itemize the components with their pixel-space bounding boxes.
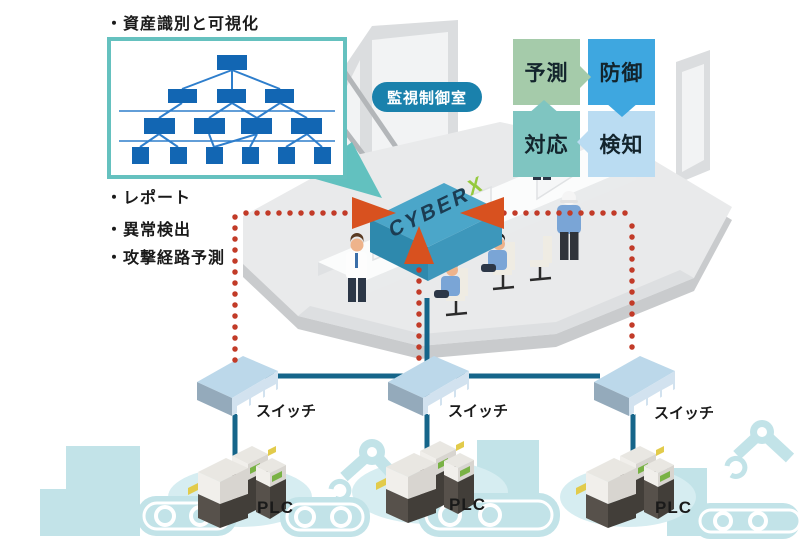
conveyor-belt-icon xyxy=(280,497,370,537)
robot-arm-icon xyxy=(724,420,795,479)
switch-label-1: スイッチ xyxy=(256,403,317,420)
plc-label-1: PLC xyxy=(257,498,294,517)
cycle-arrow-left-icon xyxy=(577,127,592,157)
operator-person-icon xyxy=(346,233,367,302)
cycle-arrow-up-icon xyxy=(528,100,560,114)
switch-label-3: スイッチ xyxy=(654,405,715,422)
cyberx-appliance xyxy=(370,183,502,281)
plc-unit-icon xyxy=(576,446,674,528)
feature-attack-path-prediction: ・攻撃経路予測 xyxy=(106,250,226,267)
office-chair-icon xyxy=(529,236,552,282)
cycle-box-respond: 対応 xyxy=(513,111,580,177)
factory-building-icon xyxy=(40,489,95,536)
feature-report: ・レポート xyxy=(106,190,192,207)
plc-unit-icon xyxy=(188,446,286,528)
plc-label-2: PLC xyxy=(449,495,486,514)
cycle-box-predict: 予測 xyxy=(513,39,580,105)
cycle-arrow-down-icon xyxy=(606,103,638,117)
cycle-label-predict: 予測 xyxy=(524,62,569,85)
control-room-badge: 監視制御室 xyxy=(372,82,482,112)
feature-anomaly-detection: ・異常検出 xyxy=(106,222,192,239)
plc-label-3: PLC xyxy=(655,498,692,517)
plc-unit-icon xyxy=(376,441,474,523)
network-tree-icon xyxy=(119,55,335,164)
conveyor-belt-icon xyxy=(693,503,800,539)
feature-asset-visualization: ・資産識別と可視化 xyxy=(106,16,260,33)
cycle-arrow-right-icon xyxy=(576,62,591,92)
asset-map-panel xyxy=(107,37,347,179)
switch-label-2: スイッチ xyxy=(448,403,509,420)
office-chair-icon xyxy=(445,268,468,317)
alert-arrow xyxy=(352,197,504,264)
cycle-label-protect: 防御 xyxy=(599,62,644,85)
cycle-box-detect: 検知 xyxy=(588,111,655,177)
worker-helmet-person-icon xyxy=(557,191,581,260)
glass-wall xyxy=(676,50,710,184)
cycle-box-protect: 防御 xyxy=(588,39,655,105)
alert-dotted-line xyxy=(232,210,635,367)
office-chair-icon xyxy=(492,242,515,291)
cycle-label-detect: 検知 xyxy=(599,134,644,157)
network-switch-icon xyxy=(197,356,278,416)
network-switch-icon xyxy=(388,356,469,416)
cycle-label-respond: 対応 xyxy=(524,134,569,157)
network-switch-icon xyxy=(594,356,675,416)
